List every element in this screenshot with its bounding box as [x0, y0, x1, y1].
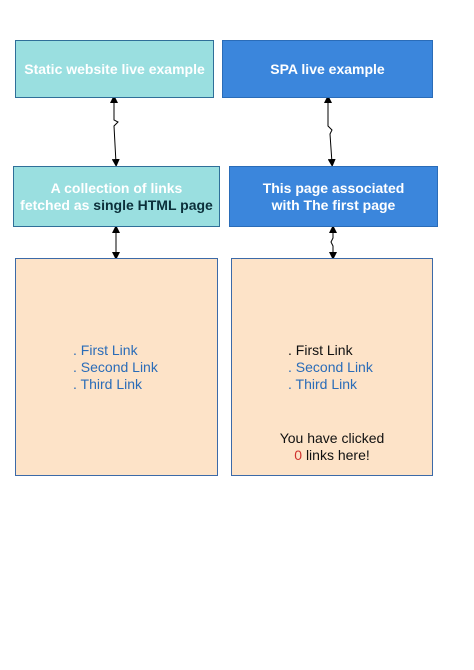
- spa-box: SPA live example: [222, 40, 433, 98]
- static-second-link[interactable]: . Second Link: [73, 359, 158, 375]
- clicked-prefix: You have clicked: [279, 430, 385, 446]
- clicked-line-2: 0 links here!: [232, 447, 432, 464]
- arrow-spa-top: [324, 95, 336, 167]
- static-website-title: Static website live example: [24, 61, 205, 77]
- static-website-box: Static website live example: [15, 40, 214, 98]
- static-third-link[interactable]: . Third Link: [73, 376, 142, 392]
- spa-second-link[interactable]: . Second Link: [288, 359, 373, 375]
- clicked-suffix: links here!: [305, 447, 370, 463]
- spa-links-panel: . First Link . Second Link . Third Link …: [231, 258, 433, 476]
- static-links-panel: . First Link . Second Link . Third Link: [15, 258, 218, 476]
- associated-page-box: This page associated with The first page: [229, 166, 438, 227]
- arrow-static-top: [110, 95, 120, 167]
- spa-third-link[interactable]: . Third Link: [288, 376, 357, 392]
- click-count: 0: [294, 447, 303, 463]
- link-collection-box: A collection of links fetched as single …: [13, 166, 220, 227]
- assoc-line-2: with The first page: [271, 196, 396, 213]
- collection-emphasis: single HTML page: [93, 196, 213, 213]
- collection-line-2: fetched as single HTML page: [20, 197, 213, 214]
- spa-link-list: . First Link . Second Link . Third Link: [288, 342, 373, 393]
- spa-title: SPA live example: [270, 61, 385, 77]
- static-link-list: . First Link . Second Link . Third Link: [73, 342, 158, 393]
- arrow-spa-bottom: [329, 225, 337, 260]
- collection-line-1: A collection of links: [50, 179, 183, 196]
- assoc-line-1: This page associated: [262, 179, 405, 196]
- collection-line-2-prefix: fetched as: [20, 196, 90, 213]
- click-counter-text: You have clicked 0 links here!: [232, 430, 432, 464]
- static-first-link[interactable]: . First Link: [73, 342, 138, 358]
- spa-first-link[interactable]: . First Link: [288, 342, 353, 358]
